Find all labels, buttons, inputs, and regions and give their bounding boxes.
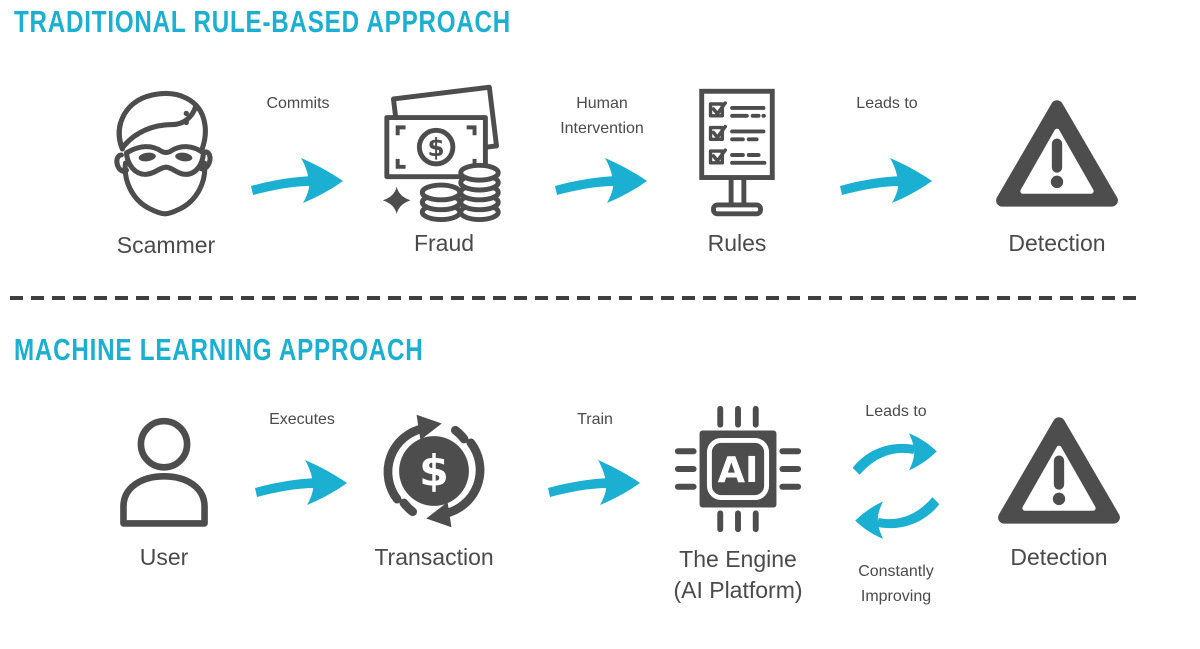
step-detection-traditional: Detection [992, 84, 1122, 259]
connector-leads-to: Leads to [832, 92, 942, 210]
dollar-cycle-icon: $ [370, 404, 498, 538]
rules-label: Rules [707, 230, 767, 256]
ml-section-title: MACHINE LEARNING APPROACH [14, 332, 424, 367]
connector-feedback-cycle: Leads to Constantly Improving [838, 400, 954, 610]
connector-commits: Commits [244, 92, 352, 210]
human-intervention-label: Human Intervention [560, 95, 644, 137]
step-rules: Rules [682, 84, 792, 259]
warning-triangle-icon [995, 404, 1123, 538]
svg-text:$: $ [428, 133, 445, 162]
ai-chip-icon: AI [669, 398, 807, 540]
svg-text:$: $ [419, 447, 449, 497]
scammer-masked-face-icon [105, 84, 227, 226]
person-icon [112, 406, 216, 538]
dashed-divider [10, 296, 1136, 300]
commits-label: Commits [266, 95, 330, 112]
step-user: User [104, 406, 224, 573]
train-label: Train [577, 411, 613, 428]
traditional-section-title: TRADITIONAL RULE-BASED APPROACH [14, 4, 512, 39]
svg-text:AI: AI [718, 450, 759, 491]
connector-executes: Executes [248, 408, 356, 512]
connector-human-intervention: Human Intervention [544, 92, 660, 210]
user-label: User [139, 544, 189, 570]
curved-arrow-left-icon [855, 497, 940, 539]
connector-train: Train [540, 408, 650, 512]
step-engine: AI The Engine (AI Platform) [664, 398, 812, 606]
scammer-label: Scammer [116, 232, 216, 258]
engine-sublabel: (AI Platform) [673, 577, 803, 604]
constantly-improving-label: Constantly Improving [858, 563, 934, 605]
feedback-leads-to-label: Leads to [865, 403, 927, 420]
right-arrow-icon [255, 460, 347, 505]
leads-to-label: Leads to [856, 95, 918, 112]
step-fraud: $ Fraud [374, 84, 514, 259]
executes-label: Executes [269, 411, 335, 428]
fraud-label: Fraud [413, 230, 475, 256]
right-arrow-icon [548, 460, 640, 505]
warning-triangle-icon [993, 84, 1121, 224]
money-banknote-coins-icon: $ [375, 84, 513, 224]
checklist-signboard-icon [688, 84, 786, 224]
right-arrow-icon [555, 158, 647, 203]
step-scammer: Scammer [100, 84, 232, 261]
curved-arrow-right-icon [852, 433, 937, 475]
step-detection-ml: Detection [994, 404, 1124, 573]
engine-label: The Engine [679, 546, 797, 572]
transaction-label: Transaction [374, 544, 494, 570]
right-arrow-icon [251, 158, 343, 203]
detection-label: Detection [1010, 544, 1108, 570]
step-transaction: $ Transaction [370, 404, 498, 573]
right-arrow-icon [840, 158, 932, 203]
detection-label: Detection [1008, 230, 1106, 256]
